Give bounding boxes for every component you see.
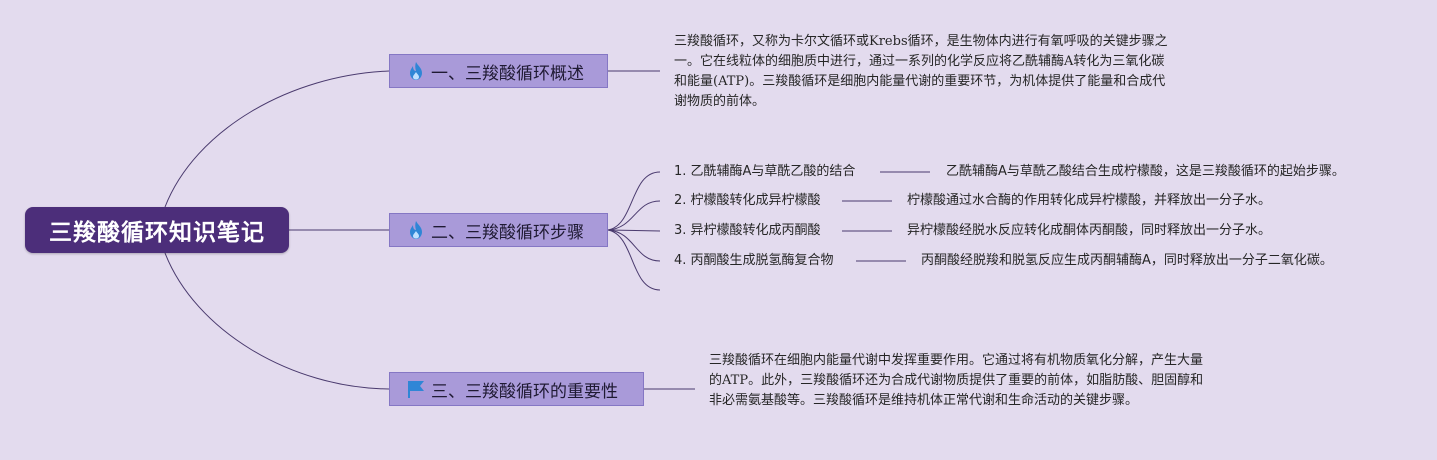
connector-step-5 bbox=[607, 229, 661, 291]
branch-steps[interactable]: 二、三羧酸循环步骤 bbox=[389, 213, 608, 247]
overview-note: 三羧酸循环，又称为卡尔文循环或Krebs循环，是生物体内进行有氧呼吸的关键步骤之… bbox=[674, 34, 1168, 109]
importance-note: 三羧酸循环在细胞内能量代谢中发挥重要作用。它通过将有机物质氧化分解，产生大量的A… bbox=[709, 353, 1204, 408]
connector-step-1 bbox=[607, 171, 661, 231]
step-2-desc: 柠檬酸通过水合酶的作用转化成异柠檬酸，并释放出一分子水。 bbox=[907, 193, 1272, 208]
root-title: 三羧酸循环知识笔记 bbox=[49, 220, 265, 246]
step-1-desc: 乙酰辅酶A与草酰乙酸结合生成柠檬酸，这是三羧酸循环的起始步骤。 bbox=[946, 164, 1345, 179]
connector-step-3 bbox=[607, 229, 661, 232]
branch-steps-title: 二、三羧酸循环步骤 bbox=[431, 222, 584, 243]
connector-root-branch-3 bbox=[164, 252, 390, 390]
step-3-desc: 异柠檬酸经脱水反应转化成酮体丙酮酸，同时释放出一分子水。 bbox=[907, 223, 1272, 238]
connector-root-branch-1 bbox=[164, 70, 390, 208]
step-4-desc: 丙酮酸经脱羧和脱氢反应生成丙酮辅酶A，同时释放出一分子二氧化碳。 bbox=[921, 253, 1333, 268]
branch-importance[interactable]: 三、三羧酸循环的重要性 bbox=[389, 372, 644, 406]
connector-step-2 bbox=[607, 200, 661, 231]
branch-overview-title: 一、三羧酸循环概述 bbox=[431, 63, 584, 84]
branch-overview[interactable]: 一、三羧酸循环概述 bbox=[389, 54, 608, 88]
branch-importance-title: 三、三羧酸循环的重要性 bbox=[431, 381, 618, 402]
step-4-label[interactable]: 4. 丙酮酸生成脱氢酶复合物 bbox=[674, 253, 834, 268]
root-topic[interactable]: 三羧酸循环知识笔记 bbox=[25, 207, 289, 253]
step-1-label[interactable]: 1. 乙酰辅酶A与草酰乙酸的结合 bbox=[674, 164, 856, 179]
flame-icon bbox=[406, 61, 426, 81]
flame-icon bbox=[406, 220, 426, 240]
step-2-label[interactable]: 2. 柠檬酸转化成异柠檬酸 bbox=[674, 193, 821, 208]
step-3-label[interactable]: 3. 异柠檬酸转化成丙酮酸 bbox=[674, 223, 821, 238]
connector-step-4 bbox=[607, 229, 661, 262]
flag-icon bbox=[406, 379, 426, 399]
